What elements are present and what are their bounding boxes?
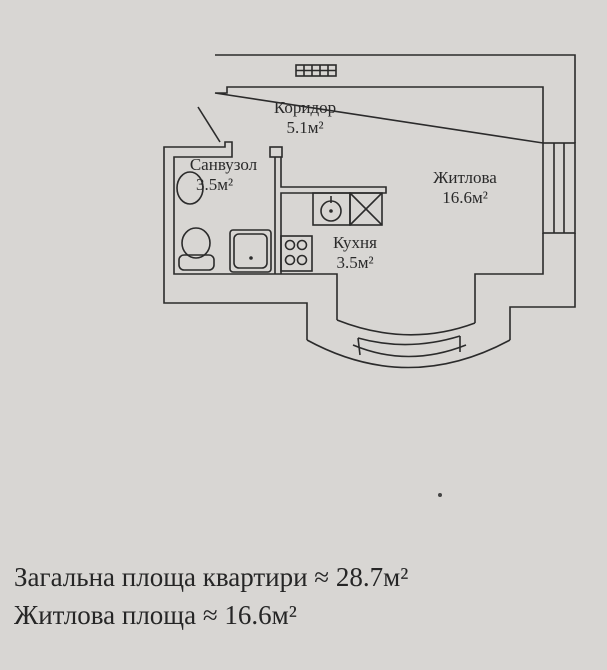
living-name: Житлова: [433, 168, 497, 187]
toilet: [178, 254, 215, 271]
kitchen-label: Кухня 3.5м²: [315, 233, 395, 273]
living-label: Житлова 16.6м²: [415, 168, 515, 208]
living-area-text: Житлова площа ≈ 16.6м²: [14, 600, 297, 630]
bathroom-label: Санвузол 3.5м²: [176, 155, 271, 195]
outer-wall: [163, 54, 576, 340]
cabinet: [349, 192, 383, 226]
bathroom-name: Санвузол: [189, 155, 258, 174]
corridor-area: 5.1м²: [286, 118, 324, 137]
mark: [438, 493, 442, 497]
bathroom-area: 3.5м²: [195, 175, 234, 194]
living-area: 16.6м²: [442, 188, 488, 207]
shower-tray: [229, 229, 272, 273]
kitchen-area: 3.5м²: [336, 253, 374, 272]
total-area-text: Загальна площа квартири ≈ 28.7м²: [14, 562, 409, 592]
kitchen-name: Кухня: [333, 233, 377, 252]
bay-window: [306, 319, 511, 369]
corridor-name: Коридор: [273, 98, 337, 117]
entrance-door: [197, 106, 221, 143]
corridor-label: Коридор 5.1м²: [260, 98, 350, 138]
partition-wall: [269, 146, 283, 158]
stove: [280, 235, 313, 272]
bathroom-sink: [176, 171, 204, 205]
window-right: [542, 142, 576, 234]
